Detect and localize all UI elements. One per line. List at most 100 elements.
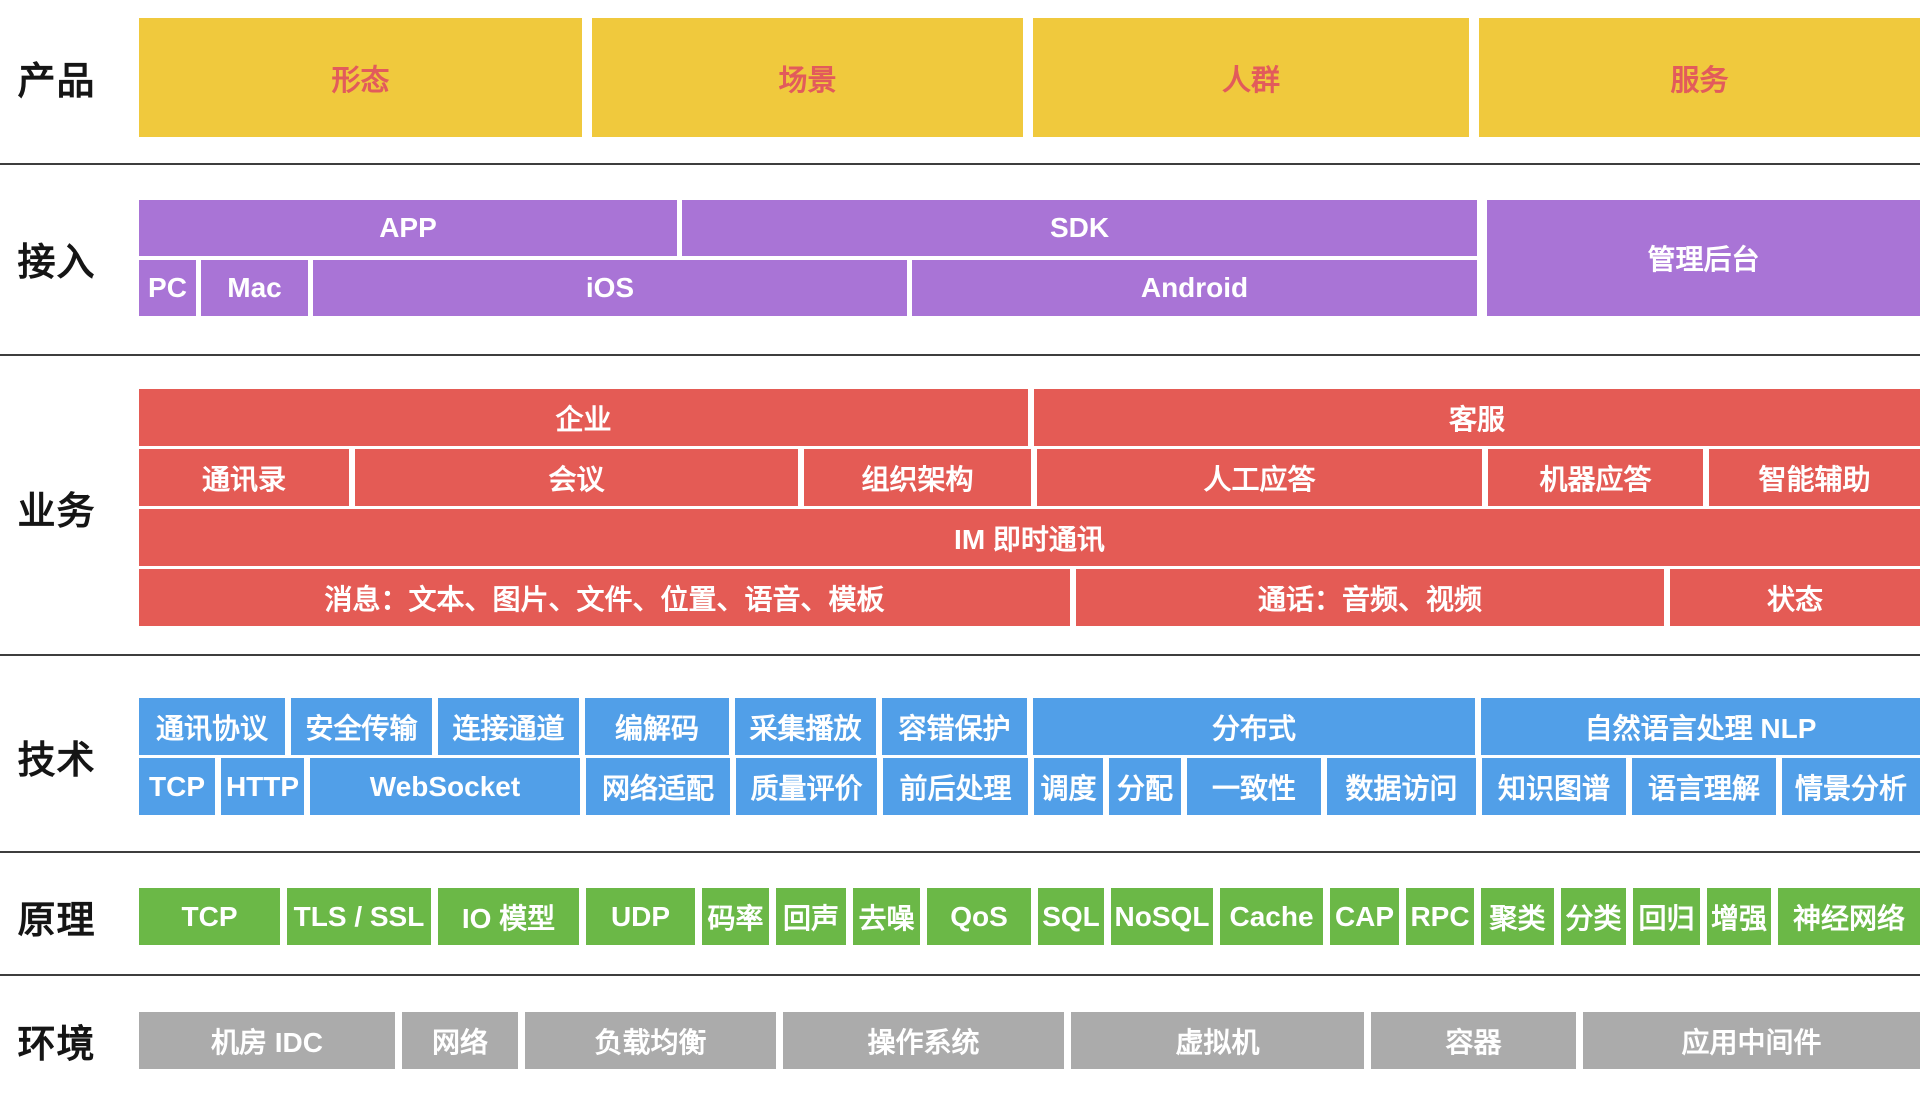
product-block: 服务 — [1479, 18, 1920, 137]
principle-block: CAP — [1330, 888, 1399, 945]
row-label-product: 产品 — [17, 61, 96, 103]
principle-block: 去噪 — [853, 888, 920, 945]
principle-block: 聚类 — [1481, 888, 1554, 945]
tech-block: 情景分析 — [1782, 758, 1920, 815]
principle-block: TCP — [139, 888, 280, 945]
product-subrow: 形态场景人群服务 — [139, 18, 1920, 137]
access-block: 管理后台 — [1487, 200, 1920, 316]
tech-block: 编解码 — [585, 698, 729, 755]
product-block: 场景 — [592, 18, 1023, 137]
row-product: 产品 形态场景人群服务 — [0, 18, 1920, 137]
row-label-access: 接入 — [17, 241, 96, 284]
access-block: APP — [139, 200, 677, 256]
business-subrow: 消息：文本、图片、文件、位置、语音、模板通话：音频、视频状态 — [139, 569, 1920, 626]
business-subrow: IM 即时通讯 — [139, 509, 1920, 566]
business-block: 状态 — [1670, 569, 1920, 626]
principle-block: 回归 — [1633, 888, 1700, 945]
business-block: 机器应答 — [1488, 449, 1703, 506]
row-divider — [0, 354, 1920, 356]
principle-block: TLS / SSL — [287, 888, 431, 945]
principle-block: SQL — [1038, 888, 1104, 945]
tech-block: HTTP — [221, 758, 304, 815]
business-block: 人工应答 — [1037, 449, 1482, 506]
product-block: 形态 — [139, 18, 582, 137]
business-block: 通话：音频、视频 — [1076, 569, 1664, 626]
tech-block: 自然语言处理 NLP — [1481, 698, 1920, 755]
business-block: 消息：文本、图片、文件、位置、语音、模板 — [139, 569, 1070, 626]
row-content-product: 形态场景人群服务 — [139, 18, 1920, 137]
principle-block: 回声 — [776, 888, 846, 945]
row-divider — [0, 163, 1920, 165]
principle-block: 分类 — [1561, 888, 1626, 945]
business-block: 智能辅助 — [1709, 449, 1920, 506]
business-block: 会议 — [355, 449, 798, 506]
row-label-business: 业务 — [17, 491, 96, 533]
env-block: 应用中间件 — [1583, 1012, 1920, 1069]
business-subrow: 企业客服 — [139, 389, 1920, 446]
access-block: PC — [139, 260, 196, 316]
tech-block: WebSocket — [310, 758, 580, 815]
business-subrow: 通讯录会议组织架构人工应答机器应答智能辅助 — [139, 449, 1920, 506]
business-block: 通讯录 — [139, 449, 349, 506]
access-block: Mac — [201, 260, 308, 316]
business-block: 企业 — [139, 389, 1028, 446]
tech-block: 通讯协议 — [139, 698, 285, 755]
row-label-tech: 技术 — [17, 740, 96, 782]
env-block: 负载均衡 — [525, 1012, 776, 1069]
tech-block: 语言理解 — [1632, 758, 1776, 815]
tech-block: 网络适配 — [586, 758, 730, 815]
env-block: 操作系统 — [783, 1012, 1064, 1069]
tech-block: 前后处理 — [883, 758, 1028, 815]
principle-block: RPC — [1406, 888, 1474, 945]
access-block: SDK — [682, 200, 1477, 256]
principle-block: 码率 — [702, 888, 769, 945]
principle-block: UDP — [586, 888, 695, 945]
product-block: 人群 — [1033, 18, 1469, 137]
business-block: IM 即时通讯 — [139, 509, 1920, 566]
tech-block: 连接通道 — [438, 698, 579, 755]
tech-block: 质量评价 — [736, 758, 877, 815]
tech-block: 调度 — [1034, 758, 1103, 815]
access-block: iOS — [313, 260, 907, 316]
tech-block: 采集播放 — [735, 698, 876, 755]
principle-block: Cache — [1220, 888, 1323, 945]
env-block: 网络 — [402, 1012, 518, 1069]
row-divider — [0, 654, 1920, 656]
principle-block: IO 模型 — [438, 888, 579, 945]
tech-block: TCP — [139, 758, 215, 815]
principle-block: QoS — [927, 888, 1031, 945]
access-block: Android — [912, 260, 1477, 316]
tech-block: 安全传输 — [291, 698, 432, 755]
tech-block: 一致性 — [1187, 758, 1321, 815]
env-block: 机房 IDC — [139, 1012, 395, 1069]
tech-block: 分布式 — [1033, 698, 1475, 755]
tech-block: 容错保护 — [882, 698, 1027, 755]
row-divider — [0, 974, 1920, 976]
tech-block: 分配 — [1109, 758, 1181, 815]
env-block: 容器 — [1371, 1012, 1576, 1069]
principle-block: 增强 — [1707, 888, 1771, 945]
row-label-principle: 原理 — [17, 900, 96, 942]
principle-block: NoSQL — [1111, 888, 1213, 945]
principle-block: 神经网络 — [1778, 888, 1920, 945]
tech-block: 知识图谱 — [1482, 758, 1626, 815]
business-block: 组织架构 — [804, 449, 1031, 506]
tech-subrow: 通讯协议安全传输连接通道编解码采集播放容错保护分布式自然语言处理 NLP — [139, 698, 1920, 755]
row-label-env: 环境 — [17, 1024, 96, 1066]
